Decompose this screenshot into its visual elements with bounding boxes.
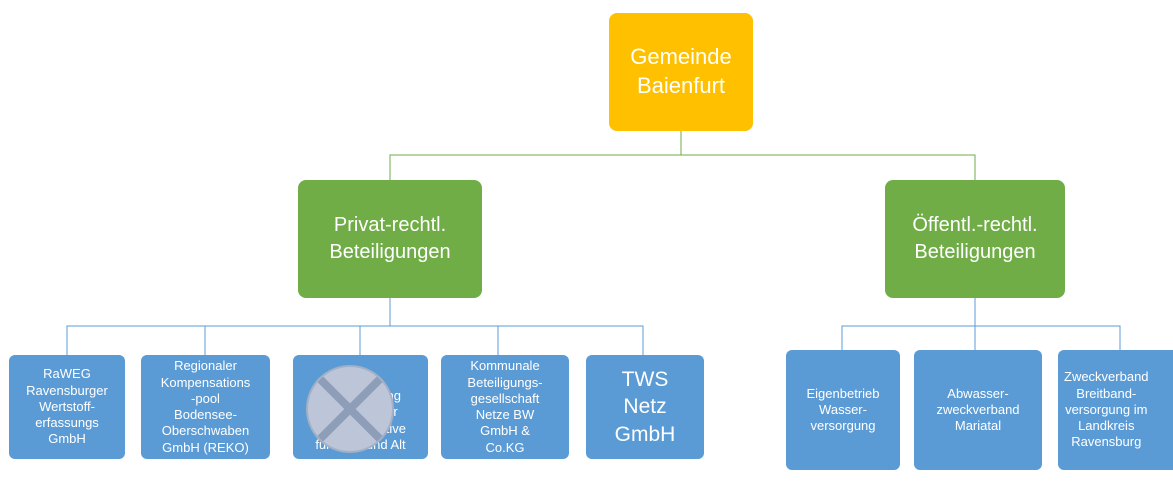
category-private-node: Privat-rechtl. Beteiligungen <box>298 180 482 298</box>
connector-public-bar <box>841 325 1121 350</box>
leaf-eigenbetrieb-wasser: Eigenbetrieb Wasser- versorgung <box>786 350 900 470</box>
image-placeholder-icon <box>306 365 394 453</box>
root-node-gemeinde: Gemeinde Baienfurt <box>609 13 753 131</box>
leaf-tws-netz: TWS Netz GmbH <box>586 355 704 459</box>
category-public-node: Öffentl.-rechtl. Beteiligungen <box>885 180 1065 298</box>
leaf-kommunale-beteiligung: Kommunale Beteiligungs- gesellschaft Net… <box>441 355 569 459</box>
leaf-raweg: RaWEG Ravensburger Wertstoff- erfassungs… <box>9 355 125 459</box>
leaf-zweckverband-breitband: Zweckverband Breitband- versorgung im La… <box>1058 350 1173 470</box>
connector-root-to-categories <box>389 154 976 180</box>
leaf-abwasserzweckverband: Abwasser- zweckverband Mariatal <box>914 350 1042 470</box>
leaf-reko: Regionaler Kompensations -pool Bodensee-… <box>141 355 270 459</box>
connector-private-bar <box>66 325 644 355</box>
